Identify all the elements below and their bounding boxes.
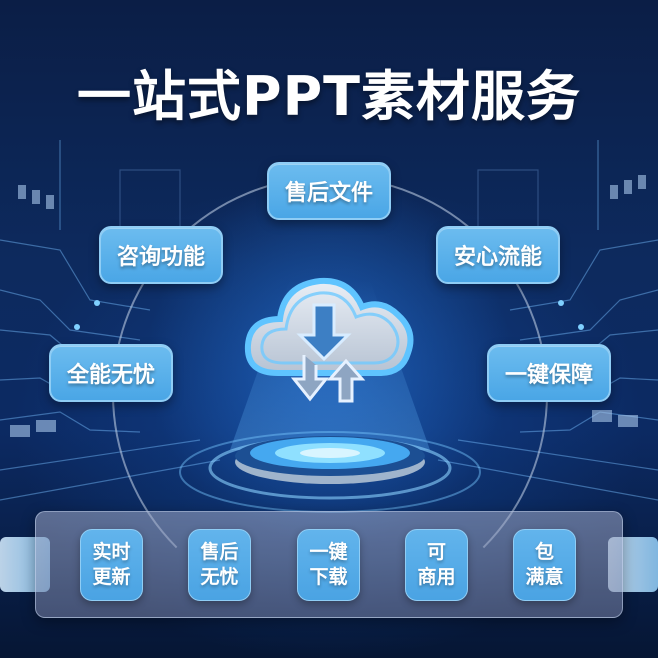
tile-line1: 一键 bbox=[309, 541, 348, 563]
feature-pill-peace-of-mind[interactable]: 安心流能 bbox=[436, 226, 560, 284]
benefit-tile-realtime-update[interactable]: 实时 更新 bbox=[80, 529, 143, 601]
benefit-tile-satisfaction[interactable]: 包 满意 bbox=[513, 529, 576, 601]
tile-line1: 实时 bbox=[92, 541, 131, 563]
benefit-tile-after-sales[interactable]: 售后 无忧 bbox=[188, 529, 251, 601]
benefit-tile-commercial-use[interactable]: 可 商用 bbox=[405, 529, 468, 601]
tile-line2: 满意 bbox=[525, 566, 564, 588]
feature-label: 一键保障 bbox=[504, 363, 593, 388]
cloud-upload-download-icon bbox=[244, 277, 414, 403]
tile-line2: 无忧 bbox=[200, 566, 239, 588]
feature-label: 售后文件 bbox=[284, 181, 373, 206]
feature-pill-after-sales-files[interactable]: 售后文件 bbox=[267, 162, 391, 220]
page-title: 一站式PPT素材服务 bbox=[77, 65, 581, 128]
feature-pill-consulting[interactable]: 咨询功能 bbox=[99, 226, 223, 284]
feature-label: 咨询功能 bbox=[116, 245, 205, 270]
feature-pill-one-click-guarantee[interactable]: 一键保障 bbox=[487, 344, 611, 402]
tile-line2: 下载 bbox=[309, 566, 348, 588]
tile-line2: 更新 bbox=[92, 566, 131, 588]
tile-line1: 售后 bbox=[200, 541, 239, 563]
feature-pill-all-round[interactable]: 全能无忧 bbox=[49, 344, 173, 402]
tile-line1: 可 bbox=[426, 541, 446, 563]
tile-line1: 包 bbox=[534, 541, 554, 563]
tile-line2: 商用 bbox=[417, 566, 456, 588]
feature-label: 全能无忧 bbox=[66, 363, 155, 388]
feature-label: 安心流能 bbox=[453, 245, 542, 270]
benefit-tile-one-click-download[interactable]: 一键 下载 bbox=[297, 529, 360, 601]
hologram-platform bbox=[179, 431, 481, 513]
